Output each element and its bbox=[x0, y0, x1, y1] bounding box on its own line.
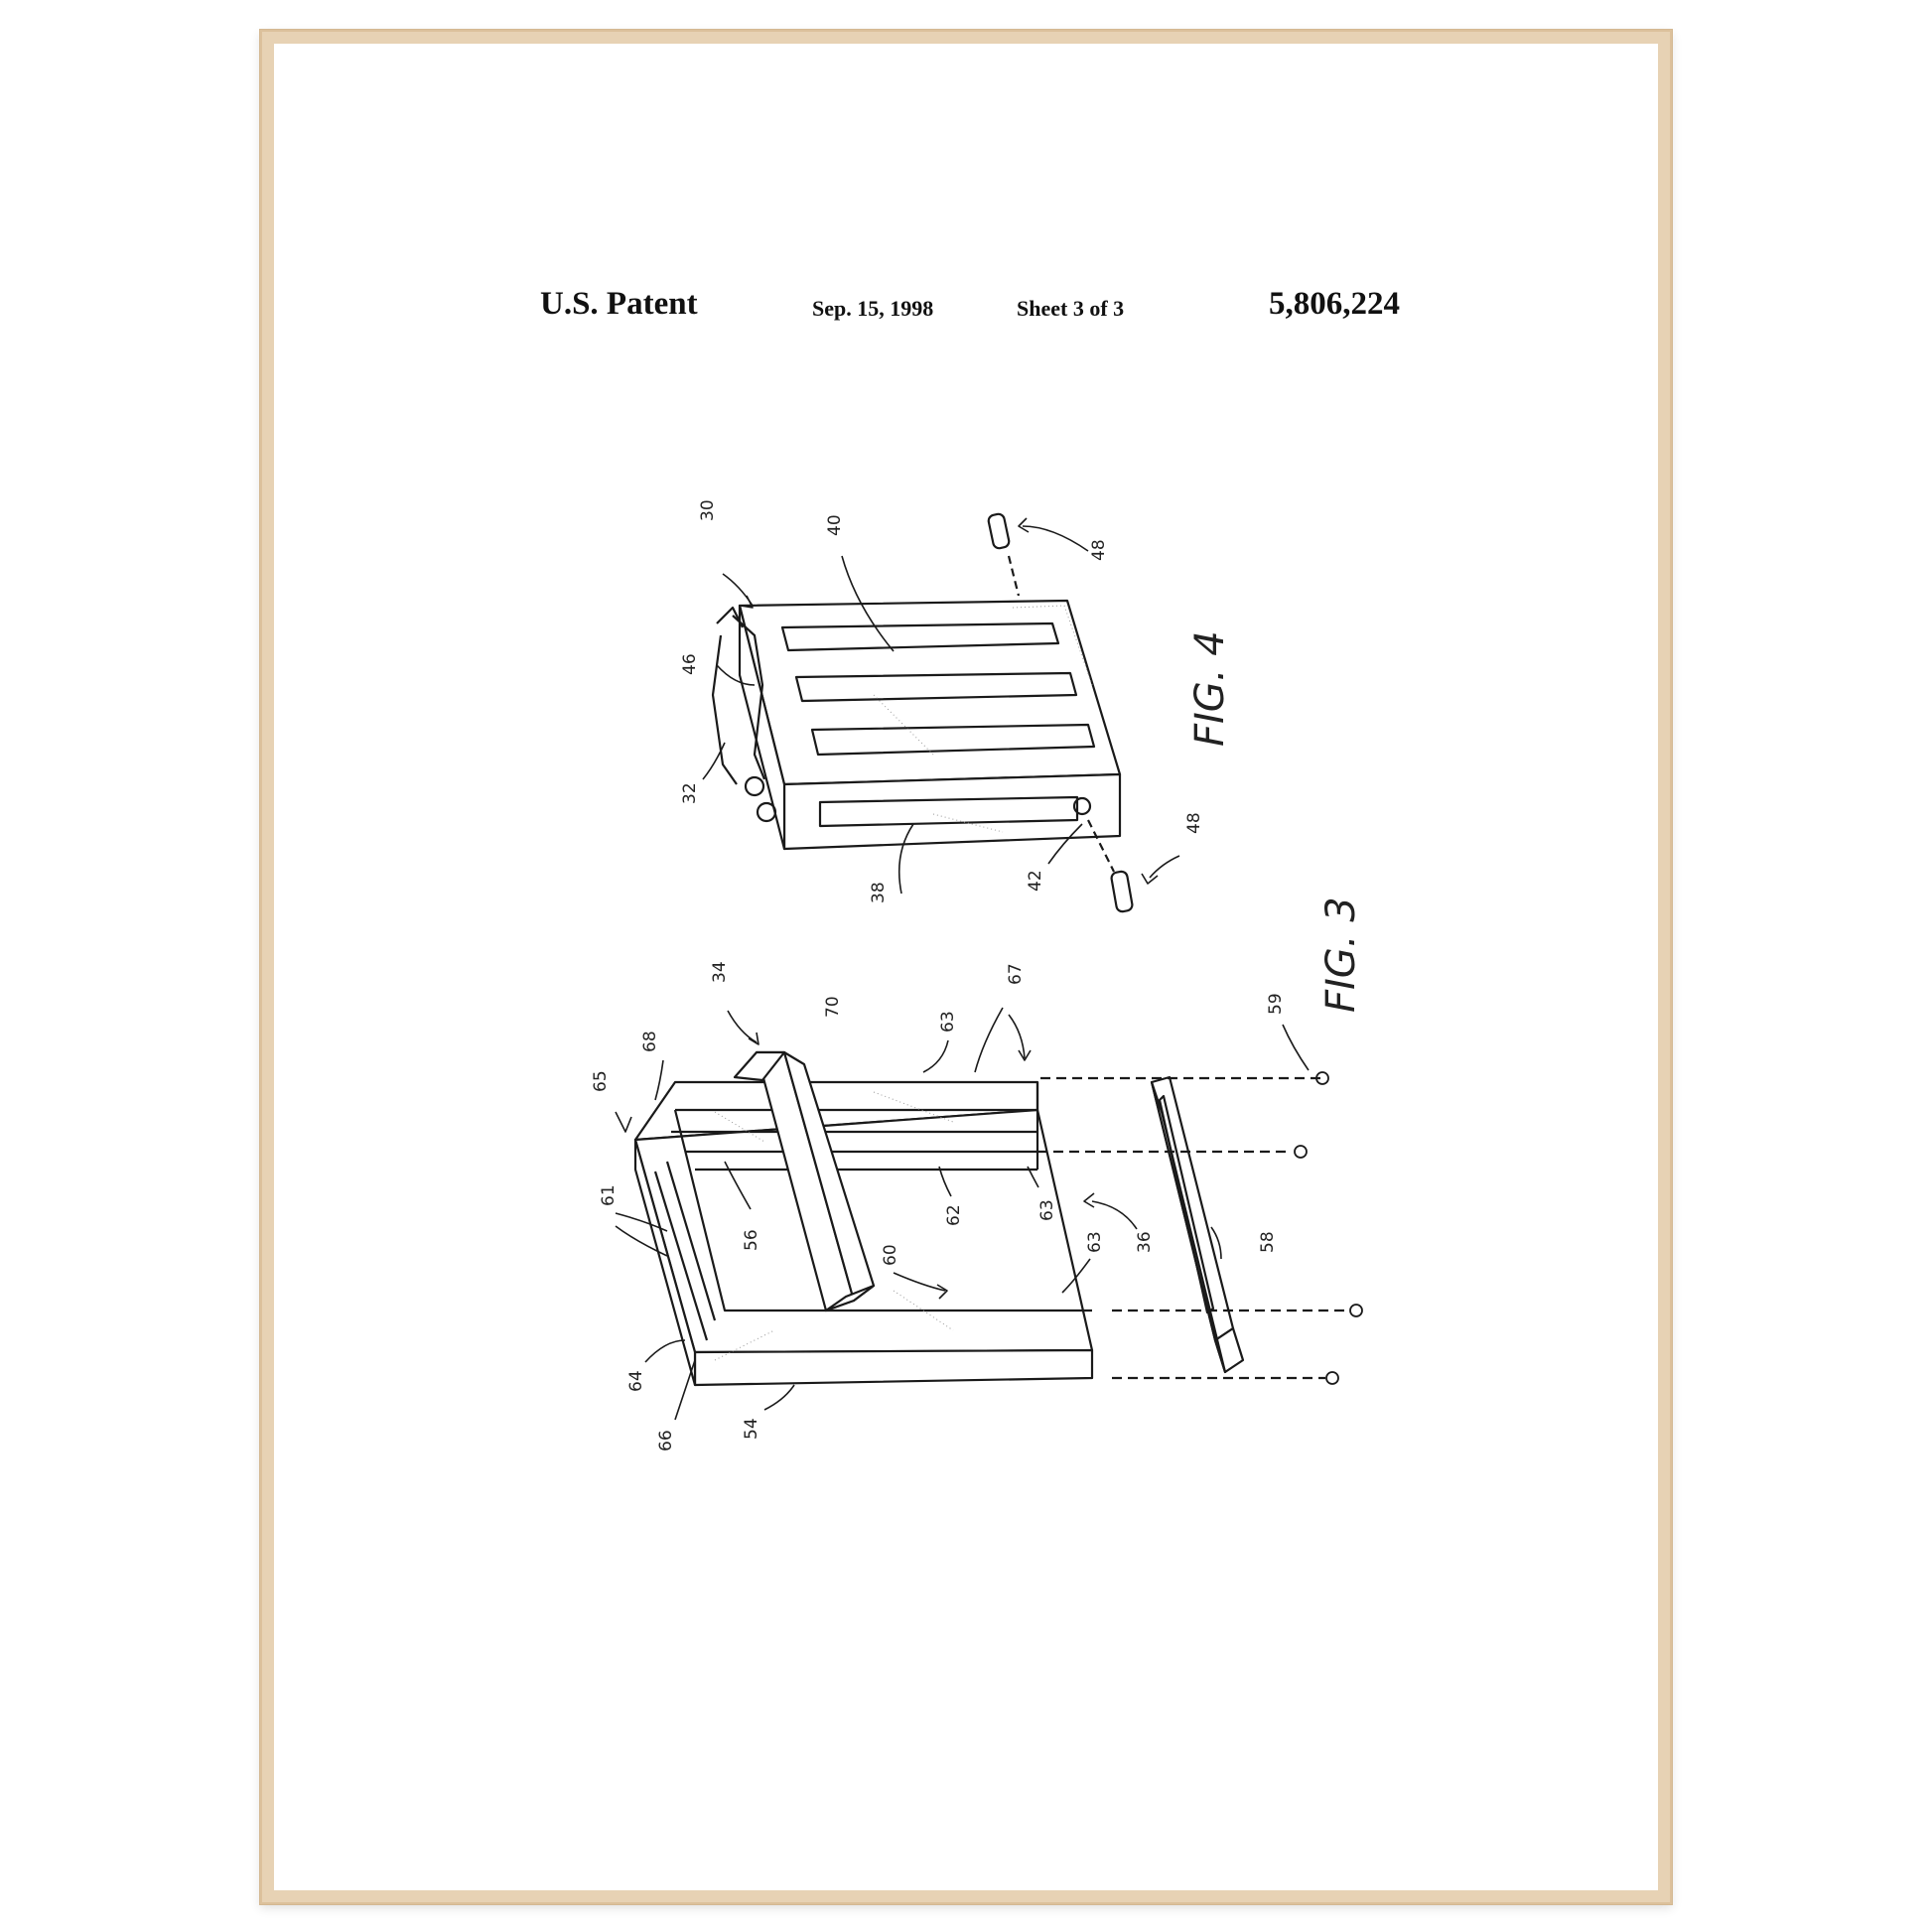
ref-62: 62 bbox=[944, 1204, 964, 1226]
ref-56: 56 bbox=[742, 1229, 761, 1251]
fig4-caption: FIG. 4 bbox=[1187, 630, 1233, 747]
ref-63-top: 63 bbox=[938, 1011, 958, 1033]
fig3-caption: FIG. 3 bbox=[1318, 897, 1364, 1013]
ref-48-top: 48 bbox=[1089, 539, 1109, 561]
fig4-labels: 30 40 48 46 32 38 42 48 FIG. 4 bbox=[680, 499, 1233, 903]
ref-70: 70 bbox=[823, 996, 843, 1018]
wooden-frame bbox=[260, 30, 1672, 1904]
ref-32: 32 bbox=[680, 782, 700, 804]
ref-59: 59 bbox=[1266, 993, 1286, 1015]
sheet-number: Sheet 3 of 3 bbox=[1017, 296, 1125, 321]
ref-61: 61 bbox=[599, 1184, 619, 1206]
ref-34: 34 bbox=[710, 961, 730, 983]
ref-46: 46 bbox=[680, 653, 700, 675]
ref-30: 30 bbox=[698, 499, 718, 521]
ref-60: 60 bbox=[881, 1244, 900, 1266]
leader-lines bbox=[615, 517, 1310, 1421]
ref-67: 67 bbox=[1006, 963, 1026, 985]
ref-63-mid: 63 bbox=[1037, 1199, 1057, 1221]
ref-40: 40 bbox=[825, 514, 845, 536]
ref-64: 64 bbox=[626, 1370, 646, 1392]
fig3-device bbox=[633, 1050, 1363, 1387]
ref-48-bottom: 48 bbox=[1184, 812, 1204, 834]
ref-36: 36 bbox=[1135, 1231, 1155, 1253]
patent-label: U.S. Patent bbox=[540, 286, 698, 322]
patent-number: 5,806,224 bbox=[1269, 286, 1400, 322]
ref-66: 66 bbox=[656, 1430, 676, 1451]
fig4-device bbox=[711, 512, 1134, 913]
ref-68: 68 bbox=[640, 1031, 660, 1052]
fig3-labels: 34 70 63 67 68 65 61 56 62 63 36 58 59 6… bbox=[591, 897, 1364, 1451]
ref-65: 65 bbox=[591, 1070, 611, 1092]
ref-63-bottom: 63 bbox=[1085, 1231, 1105, 1253]
ref-42: 42 bbox=[1026, 870, 1045, 892]
ref-38: 38 bbox=[869, 882, 889, 903]
ref-54: 54 bbox=[742, 1418, 761, 1440]
ref-58: 58 bbox=[1258, 1231, 1278, 1253]
patent-date: Sep. 15, 1998 bbox=[812, 296, 934, 321]
patent-sheet bbox=[274, 44, 1658, 1890]
